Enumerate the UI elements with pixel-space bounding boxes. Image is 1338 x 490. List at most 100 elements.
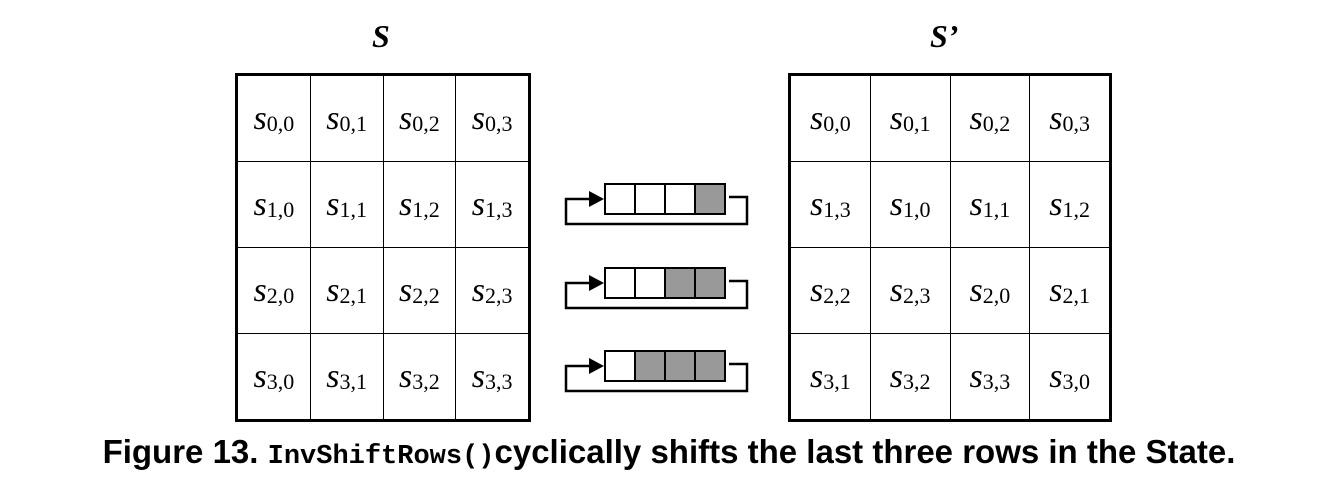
- left-state-cell: s1,0: [236, 161, 311, 248]
- cell-subscript: 1,1: [339, 196, 367, 222]
- shift-arrow-head: [589, 275, 604, 291]
- row-1-shift-indicator: [564, 183, 749, 226]
- unshifted-cell: [634, 183, 666, 215]
- right-state-cell: s1,2: [1029, 161, 1111, 248]
- shifted-cell: [664, 267, 696, 299]
- caption-description: cyclically shifts the last three rows in…: [494, 433, 1236, 470]
- left-state-cell: s2,2: [382, 247, 457, 334]
- cell-subscript: 1,3: [484, 196, 513, 222]
- right-state-cell: s2,1: [1029, 247, 1111, 334]
- right-state-cell: s3,1: [789, 333, 871, 421]
- cell-subscript: 0,0: [266, 110, 295, 136]
- shift-loop-line: [564, 279, 749, 310]
- cell-symbol: s: [471, 185, 485, 223]
- right-state-cell: s1,1: [949, 161, 1031, 248]
- cell-symbol: s: [399, 185, 413, 223]
- left-state-cell: s0,3: [455, 74, 530, 162]
- cell-subscript: 2,1: [1062, 282, 1090, 308]
- shifted-cell: [694, 183, 726, 215]
- right-state-cell: s2,3: [869, 247, 951, 334]
- cell-symbol: s: [969, 99, 983, 137]
- cell-symbol: s: [810, 185, 824, 223]
- cell-symbol: s: [399, 99, 413, 137]
- cell-subscript: 2,1: [339, 282, 367, 308]
- shifted-cell: [664, 350, 696, 382]
- left-state-cell: s2,0: [236, 247, 311, 334]
- cell-symbol: s: [326, 271, 340, 309]
- left-state-cell: s3,0: [236, 333, 311, 421]
- cell-subscript: 1,0: [266, 196, 295, 222]
- left-state-cell: s2,3: [455, 247, 530, 334]
- caption-function-name: InvShiftRows(): [267, 442, 495, 472]
- cell-symbol: s: [889, 185, 903, 223]
- cell-subscript: 3,0: [1062, 368, 1090, 394]
- cell-symbol: s: [1049, 185, 1063, 223]
- row-3-shift-indicator: [564, 350, 749, 393]
- cell-symbol: s: [253, 99, 267, 137]
- cell-symbol: s: [889, 357, 903, 395]
- left-state-title: S: [372, 18, 390, 54]
- right-state-cell: s2,2: [789, 247, 871, 334]
- right-state-cell: s3,3: [949, 333, 1031, 421]
- cell-subscript: 2,3: [484, 282, 513, 308]
- cell-symbol: s: [810, 357, 824, 395]
- cell-symbol: s: [810, 99, 824, 137]
- right-state-cell: s1,0: [869, 161, 951, 248]
- cell-subscript: 3,0: [266, 368, 295, 394]
- cell-subscript: 1,2: [1062, 196, 1090, 222]
- cell-symbol: s: [326, 357, 340, 395]
- right-state-cell: s1,3: [789, 161, 871, 248]
- cell-subscript: 3,1: [339, 368, 367, 394]
- cell-subscript: 3,3: [982, 368, 1011, 394]
- caption-figure-number: Figure 13.: [102, 433, 259, 470]
- cell-symbol: s: [889, 271, 903, 309]
- left-state-cell: s2,1: [309, 247, 384, 334]
- right-state-cell: s0,2: [949, 74, 1031, 162]
- shifted-cell: [694, 267, 726, 299]
- cell-symbol: s: [253, 271, 267, 309]
- cell-symbol: s: [969, 357, 983, 395]
- cell-symbol: s: [253, 357, 267, 395]
- cell-symbol: s: [889, 99, 903, 137]
- unshifted-cell: [604, 267, 636, 299]
- cell-subscript: 1,0: [902, 196, 931, 222]
- cell-subscript: 1,1: [982, 196, 1011, 222]
- unshifted-cell: [604, 350, 636, 382]
- cell-symbol: s: [471, 99, 485, 137]
- unshifted-cell: [634, 267, 666, 299]
- cell-subscript: 0,2: [412, 110, 440, 136]
- left-state-cell: s1,2: [382, 161, 457, 248]
- right-state-title: S’: [930, 18, 959, 54]
- unshifted-cell: [604, 183, 636, 215]
- cell-subscript: 0,1: [339, 110, 367, 136]
- right-state-cell: s3,0: [1029, 333, 1111, 421]
- cell-symbol: s: [969, 185, 983, 223]
- cell-symbol: s: [1049, 271, 1063, 309]
- cell-subscript: 0,0: [823, 110, 851, 136]
- cell-subscript: 3,2: [902, 368, 931, 394]
- left-state-cell: s0,1: [309, 74, 384, 162]
- cell-symbol: s: [253, 185, 267, 223]
- shift-arrow-head: [589, 191, 604, 207]
- cell-subscript: 2,2: [412, 282, 440, 308]
- cell-subscript: 2,2: [823, 282, 851, 308]
- cell-subscript: 0,3: [484, 110, 513, 136]
- unshifted-cell: [664, 183, 696, 215]
- left-state-cell: s3,3: [455, 333, 530, 421]
- shifted-cell: [634, 350, 666, 382]
- shifted-cell: [694, 350, 726, 382]
- left-state-cell: s1,1: [309, 161, 384, 248]
- cell-subscript: 2,0: [266, 282, 295, 308]
- row-2-shift-indicator: [564, 267, 749, 310]
- cell-symbol: s: [399, 271, 413, 309]
- cell-symbol: s: [969, 271, 983, 309]
- cell-symbol: s: [810, 271, 824, 309]
